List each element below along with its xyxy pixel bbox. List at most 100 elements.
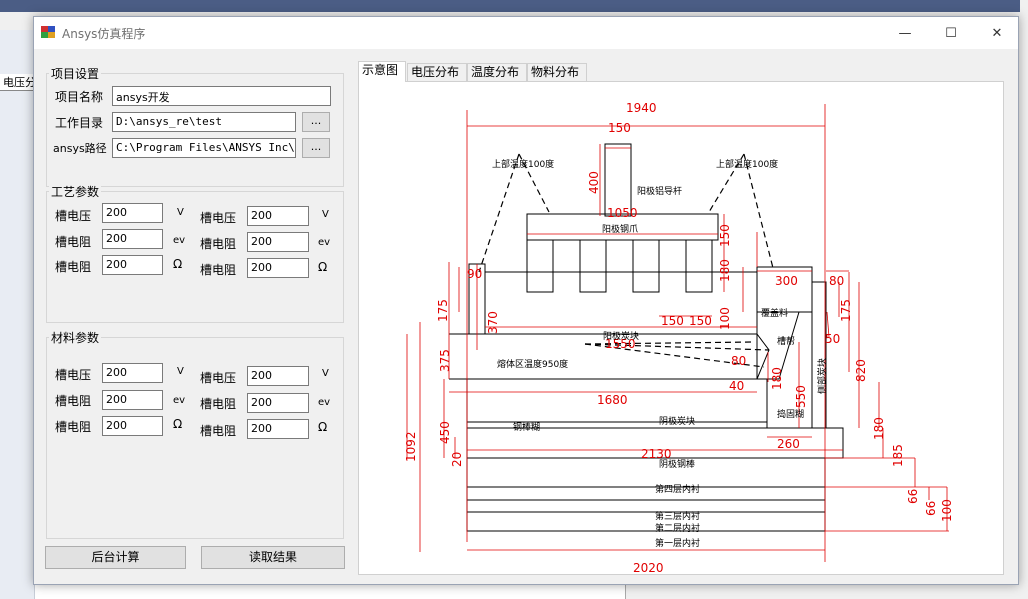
minimize-button[interactable]: — xyxy=(882,17,928,49)
work-dir-input[interactable]: D:\ansys_re\test xyxy=(112,112,296,132)
dim-20: 20 xyxy=(450,452,464,467)
label-top-temp-left: 上部温度100度 xyxy=(492,158,554,170)
desktop-top-strip xyxy=(0,0,1028,12)
material-label-5: 槽电阻 xyxy=(55,420,92,434)
dim-450: 450 xyxy=(438,421,452,444)
ansys-path-input[interactable]: C:\Program Files\ANSYS Inc\v19 xyxy=(112,138,296,158)
dim-150-gap1: 150 xyxy=(661,314,684,328)
background-window-edge xyxy=(0,30,35,599)
material-unit-3: ev xyxy=(173,395,186,406)
dim-370: 370 xyxy=(486,311,500,334)
title-bar: Ansys仿真程序 — ☐ ✕ xyxy=(34,17,1018,49)
dim-50: 50 xyxy=(825,332,840,346)
label-ramming: 捣固糊 xyxy=(777,408,804,420)
dim-2130: 2130 xyxy=(641,447,672,461)
close-button[interactable]: ✕ xyxy=(974,17,1020,49)
label-top-temp-right: 上部温度100度 xyxy=(716,158,778,170)
material-unit-2: V xyxy=(322,368,329,379)
material-input-2[interactable]: 200 xyxy=(247,366,309,386)
work-dir-label: 工作目录 xyxy=(55,116,104,130)
cell-schematic-diagram: 1940 150 400 1050 150 180 90 175 370 150… xyxy=(404,101,954,574)
process-input-4[interactable]: 200 xyxy=(247,232,309,252)
project-name-input[interactable]: ansys开发 xyxy=(112,86,331,106)
label-cathode-steel: 阴极钢棒 xyxy=(659,458,695,470)
project-settings-group xyxy=(46,73,344,187)
label-layer2: 第二层内衬 xyxy=(655,522,700,534)
material-unit-4: ev xyxy=(318,397,331,408)
read-results-button[interactable]: 读取结果 xyxy=(201,546,345,569)
close-icon: ✕ xyxy=(991,25,1003,41)
material-unit-6: Ω xyxy=(318,420,328,434)
process-input-5[interactable]: 200 xyxy=(102,255,163,275)
process-unit-5: Ω xyxy=(173,257,183,271)
dim-1050: 1050 xyxy=(607,206,638,220)
process-unit-4: ev xyxy=(318,237,331,248)
process-unit-6: Ω xyxy=(318,260,328,274)
tab-material[interactable]: 物料分布 xyxy=(527,63,587,81)
ansys-path-label: ansys路径 xyxy=(53,142,107,155)
compute-button[interactable]: 后台计算 xyxy=(45,546,186,569)
dim-90: 90 xyxy=(467,267,482,281)
project-settings-label: 项目设置 xyxy=(49,65,102,82)
label-melt-temp: 熔体区温度950度 xyxy=(497,358,568,370)
process-input-2[interactable]: 200 xyxy=(247,206,309,226)
material-input-6[interactable]: 200 xyxy=(247,419,309,439)
tab-voltage[interactable]: 电压分布 xyxy=(407,63,467,81)
dimension-lines xyxy=(406,104,949,562)
dimension-labels: 1940 150 400 1050 150 180 90 175 370 150… xyxy=(404,101,954,574)
label-steel-bar-paste: 钢棒糊 xyxy=(513,421,540,433)
app-icon xyxy=(41,26,55,38)
label-cathode-block: 阴极炭块 xyxy=(659,415,695,427)
temperature-leaders xyxy=(478,153,774,368)
minimize-icon: — xyxy=(898,25,912,41)
material-label-6: 槽电阻 xyxy=(200,424,237,438)
process-input-1[interactable]: 200 xyxy=(102,203,163,223)
material-unit-1: V xyxy=(177,366,184,377)
dim-180-right: 180 xyxy=(872,417,886,440)
background-tab: 电压分 xyxy=(0,74,37,91)
process-params-group xyxy=(46,191,344,323)
tab-schematic[interactable]: 示意图 xyxy=(358,61,406,82)
process-unit-3: ev xyxy=(173,235,186,246)
dim-150-gap2: 150 xyxy=(689,314,712,328)
material-input-1[interactable]: 200 xyxy=(102,363,163,383)
dim-2020: 2020 xyxy=(633,561,664,574)
desktop-right-edge xyxy=(1020,0,1028,599)
process-input-6[interactable]: 200 xyxy=(247,258,309,278)
label-anode-block: 阳极炭块 xyxy=(603,330,639,342)
material-input-5[interactable]: 200 xyxy=(102,416,163,436)
dim-400: 400 xyxy=(587,171,601,194)
dim-80-top: 80 xyxy=(829,274,844,288)
material-input-4[interactable]: 200 xyxy=(247,393,309,413)
dim-180-claw: 180 xyxy=(718,259,732,282)
window-title: Ansys仿真程序 xyxy=(62,27,146,41)
label-layer4: 第四层内衬 xyxy=(655,483,700,495)
tab-temperature[interactable]: 温度分布 xyxy=(467,63,527,81)
maximize-button[interactable]: ☐ xyxy=(928,17,974,49)
component-labels: 上部温度100度 上部温度100度 阳极铝导杆 阳极钢爪 覆盖料 阳极炭块 槽帮… xyxy=(492,158,828,549)
work-dir-browse-button[interactable]: ... xyxy=(302,112,330,132)
dim-1940: 1940 xyxy=(626,101,657,115)
material-params-label: 材料参数 xyxy=(49,329,102,346)
process-label-2: 槽电压 xyxy=(200,211,237,225)
dim-1680: 1680 xyxy=(597,393,628,407)
dim-175-left: 175 xyxy=(436,299,450,322)
dim-80-mid: 80 xyxy=(731,354,746,368)
material-unit-5: Ω xyxy=(173,417,183,431)
material-label-2: 槽电压 xyxy=(200,371,237,385)
label-layer1: 第一层内衬 xyxy=(655,537,700,549)
material-label-3: 槽电阻 xyxy=(55,394,92,408)
label-slot: 槽帮 xyxy=(777,335,795,347)
dim-150-claw: 150 xyxy=(718,224,732,247)
material-label-1: 槽电压 xyxy=(55,368,92,382)
dim-100-bottom: 100 xyxy=(940,499,954,522)
process-label-1: 槽电压 xyxy=(55,209,92,223)
process-label-4: 槽电阻 xyxy=(200,237,237,251)
dim-150-rod: 150 xyxy=(608,121,631,135)
process-input-3[interactable]: 200 xyxy=(102,229,163,249)
dim-100-claw: 100 xyxy=(718,307,732,330)
dim-300: 300 xyxy=(775,274,798,288)
dim-1092: 1092 xyxy=(404,431,418,462)
ansys-path-browse-button[interactable]: ... xyxy=(302,138,330,158)
material-input-3[interactable]: 200 xyxy=(102,390,163,410)
